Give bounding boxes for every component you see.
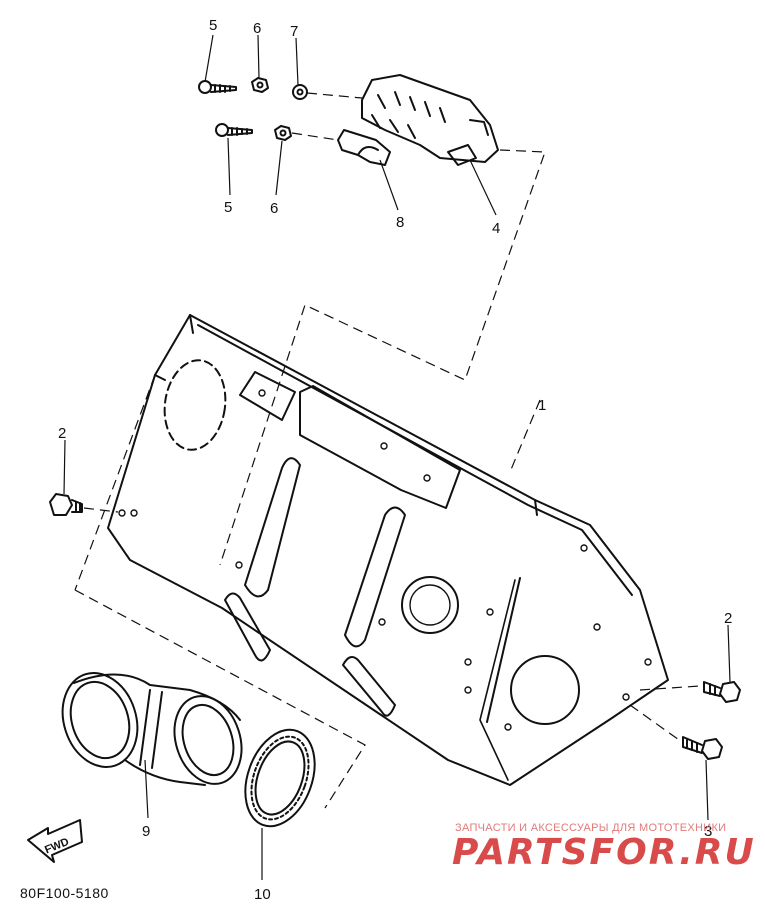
diagram-code: 80F100-5180 — [20, 885, 109, 901]
watermark-brand: PARTSFOR.RU — [452, 832, 756, 873]
dashed-assembly-lines — [74, 92, 701, 809]
bracket-part — [361, 74, 499, 166]
nut-part-6-top — [251, 77, 269, 93]
clamp-part — [337, 129, 391, 166]
callout-6-top: 6 — [253, 20, 261, 37]
fwd-arrow — [27, 819, 83, 863]
callout-6-bottom: 6 — [270, 200, 278, 217]
callout-2-right: 2 — [724, 610, 732, 627]
intake-boot-part — [61, 672, 243, 786]
callout-10: 10 — [254, 886, 271, 903]
callout-5-bottom: 5 — [224, 199, 232, 216]
seal-ring-part — [244, 728, 316, 828]
callout-1: 1 — [538, 397, 546, 414]
watermark-subtitle: ЗАПЧАСТИ И АКСЕССУАРЫ ДЛЯ МОТОТЕХНИКИ — [455, 822, 727, 834]
bolt-part-2-left — [49, 493, 83, 516]
bolt-part-2-right — [703, 681, 741, 703]
callout-5-top: 5 — [209, 17, 217, 34]
callout-labels: 5 6 7 5 6 8 4 2 1 2 3 9 10 — [58, 17, 732, 903]
callout-3: 3 — [704, 823, 712, 840]
leader-lines — [63, 34, 731, 880]
screw-part-5-bottom — [215, 123, 253, 137]
callout-4: 4 — [492, 220, 500, 237]
callout-9: 9 — [142, 823, 150, 840]
bolt-part-3 — [682, 736, 723, 760]
screw-part-5-top — [198, 80, 237, 94]
grommet-part-7 — [292, 84, 308, 100]
nut-part-6-bottom — [274, 125, 292, 141]
main-plate — [107, 314, 669, 786]
callout-7: 7 — [290, 23, 298, 40]
callout-8: 8 — [396, 214, 404, 231]
callout-2-left: 2 — [58, 425, 66, 442]
